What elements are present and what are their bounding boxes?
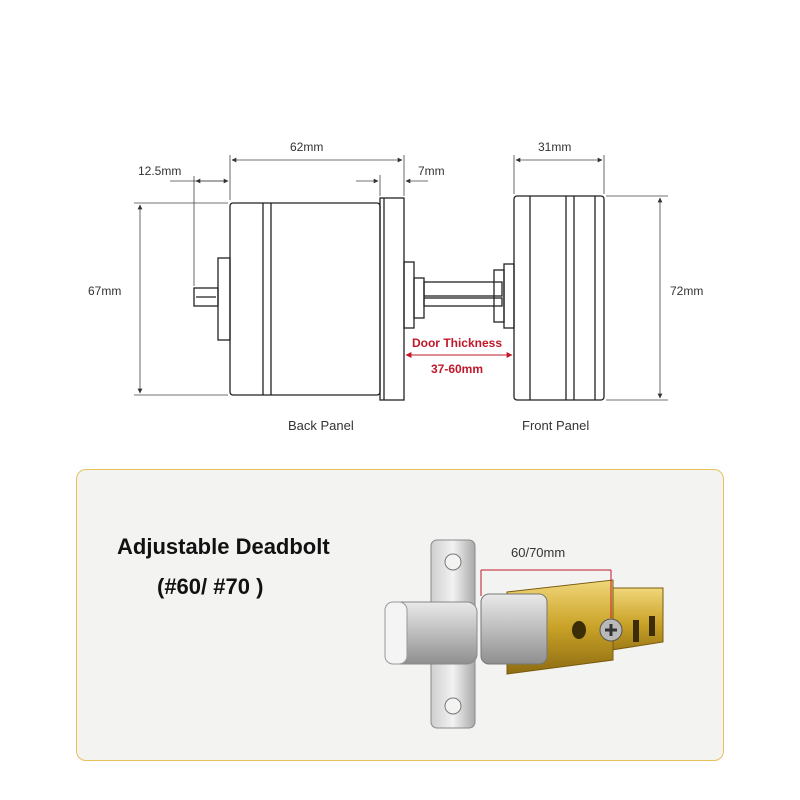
dim-7mm: 7mm — [418, 164, 445, 178]
door-thickness-annotation: Door Thickness 37-60mm — [405, 336, 513, 376]
front-panel-caption: Front Panel — [522, 418, 590, 433]
deadbolt-subtitle: (#60/ #70 ) — [157, 574, 264, 599]
deadbolt-illustration — [384, 539, 664, 729]
dim-31mm: 31mm — [538, 140, 572, 154]
deadbolt-backset-label: 60/70mm — [511, 545, 566, 560]
dim-12-5mm: 12.5mm — [138, 164, 182, 178]
front-panel-drawing — [513, 195, 605, 401]
lock-dimension-diagram: Door Thickness 37-60mm — [134, 155, 668, 401]
deadbolt-card: Adjustable Deadbolt (#60/ #70 ) 60/70mm — [76, 469, 724, 761]
dim-62mm: 62mm — [290, 140, 324, 154]
dimension-lines — [134, 155, 668, 401]
dim-67mm: 67mm — [88, 284, 122, 298]
back-panel-drawing — [193, 197, 515, 401]
door-thickness-range: 37-60mm — [431, 362, 483, 376]
deadbolt-title: Adjustable Deadbolt — [117, 534, 330, 559]
dim-72mm: 72mm — [670, 284, 704, 298]
back-panel-caption: Back Panel — [288, 418, 354, 433]
door-thickness-label: Door Thickness — [412, 336, 502, 350]
